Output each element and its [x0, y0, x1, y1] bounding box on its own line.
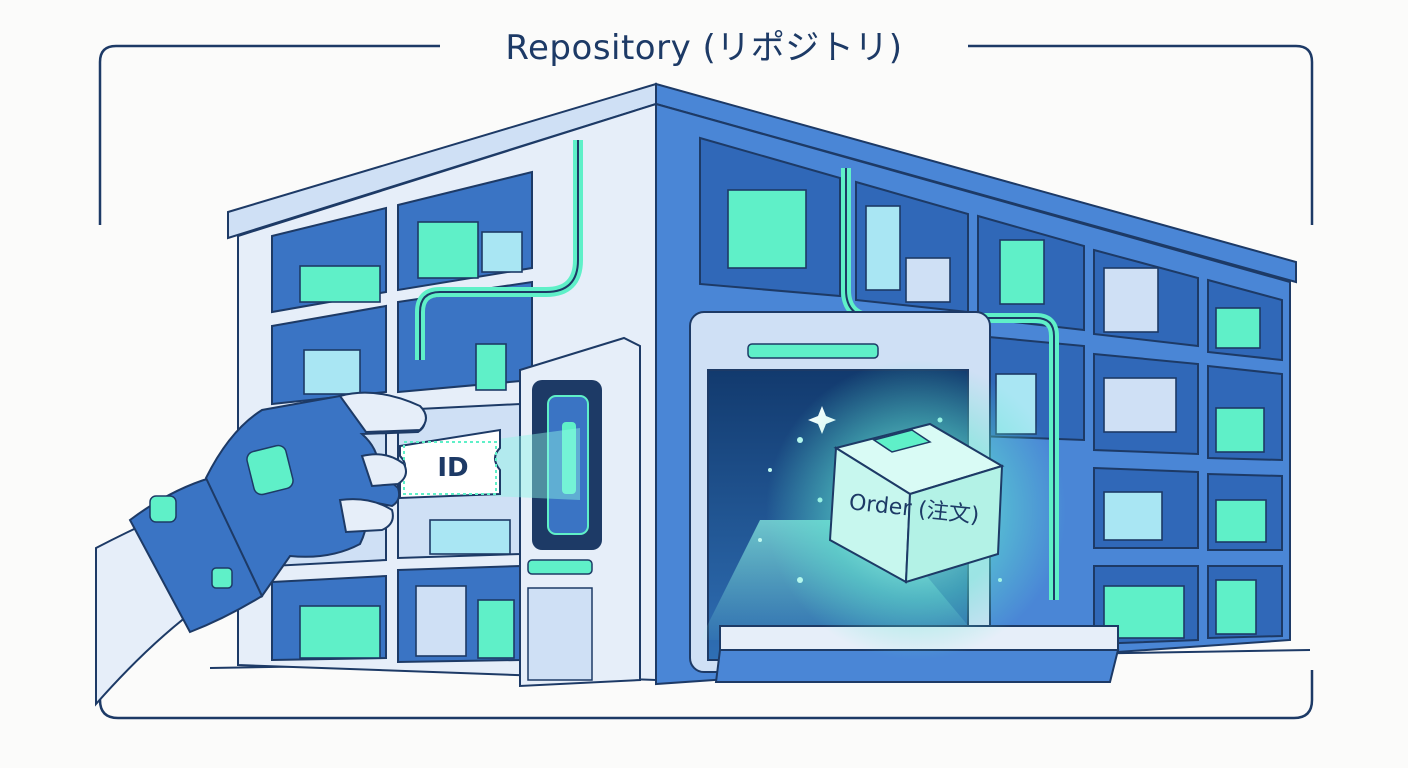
id-ticket-label: ID [437, 453, 469, 483]
outer-frame [98, 44, 1314, 720]
scanner-terminal-icon [519, 336, 641, 688]
diagram-title: Repository (リポジトリ) [440, 26, 968, 70]
robotic-hand-icon [95, 391, 427, 707]
id-ticket-icon [399, 428, 580, 500]
order-box-icon [766, 360, 1066, 660]
